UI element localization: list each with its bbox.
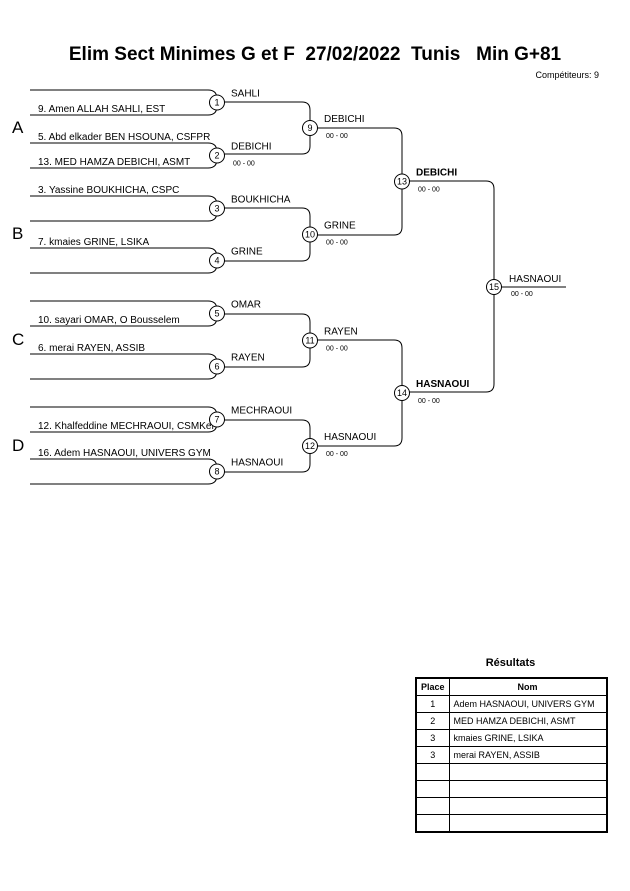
match-score: 00 - 00 — [326, 240, 348, 247]
nom-header: Nom — [448, 677, 608, 696]
competitor-name: 12. Khalfeddine MECHRAOUI, CSMKef — [38, 421, 214, 432]
competitor-name: 6. merai RAYEN, ASSIB — [38, 343, 145, 354]
match-circle-7 — [209, 411, 225, 428]
round2-winner: GRINE — [324, 221, 356, 232]
round2-winner: HASNAOUI — [324, 432, 376, 443]
competitor-name: 5. Abd elkader BEN HSOUNA, CSFPR — [38, 132, 210, 143]
match-circle-4 — [209, 252, 225, 269]
match-circle-14-number: 14 — [397, 388, 407, 398]
competitor-name: 7. kmaies GRINE, LSIKA — [38, 237, 149, 248]
result-row — [415, 780, 608, 798]
results-title: Résultats — [485, 657, 536, 669]
match-circle-13-number: 13 — [397, 177, 407, 187]
result-place: 3 — [415, 746, 450, 764]
results-header-row: Place Nom — [415, 677, 608, 696]
result-place: 1 — [415, 695, 450, 713]
semi-final-winner: DEBICHI — [416, 168, 457, 179]
result-name: merai RAYEN, ASSIB — [448, 746, 608, 764]
result-name: MED HAMZA DEBICHI, ASMT — [448, 712, 608, 730]
result-place — [415, 814, 450, 833]
match-circle-6-number: 6 — [214, 362, 219, 372]
match-circle-11-number: 11 — [305, 336, 314, 346]
match-score: 00 - 00 — [418, 398, 440, 405]
result-place — [415, 797, 450, 815]
match-circle-5-number: 5 — [214, 309, 219, 319]
match-score: 00 - 00 — [511, 291, 533, 298]
match-circle-1-number: 1 — [214, 98, 219, 108]
match-circle-5 — [209, 305, 225, 322]
result-place — [415, 763, 450, 781]
page-title: Elim Sect Minimes G et F 27/02/2022 Tuni… — [68, 44, 562, 65]
match-circle-4-number: 4 — [214, 256, 219, 266]
result-name: kmaies GRINE, LSIKA — [448, 729, 608, 747]
competitor-name: 13. MED HAMZA DEBICHI, ASMT — [38, 157, 190, 168]
round1-winner: MECHRAOUI — [231, 406, 292, 417]
result-name — [448, 763, 608, 781]
match-score: 00 - 00 — [233, 161, 255, 168]
pool-label-d: D — [12, 436, 24, 455]
competitor-name: 9. Amen ALLAH SAHLI, EST — [38, 104, 165, 115]
round1-winner: OMAR — [231, 300, 261, 311]
match-circle-15 — [486, 279, 502, 295]
result-row — [415, 797, 608, 815]
final-winner: HASNAOUI — [509, 274, 561, 285]
match-score: 00 - 00 — [418, 187, 440, 194]
result-place: 3 — [415, 729, 450, 747]
match-circle-11 — [302, 332, 318, 349]
match-circle-9 — [302, 120, 318, 136]
match-circle-3-number: 3 — [214, 204, 219, 214]
competitor-name: 16. Adem HASNAOUI, UNIVERS GYM — [38, 448, 211, 459]
result-name: Adem HASNAOUI, UNIVERS GYM — [448, 695, 608, 713]
result-place — [415, 780, 450, 798]
result-row — [415, 814, 608, 833]
round1-winner: RAYEN — [231, 353, 265, 364]
competitor-count: Compétiteurs: 9 — [535, 70, 599, 80]
match-circle-1 — [209, 94, 225, 111]
match-circle-2 — [209, 147, 225, 164]
match-score: 00 - 00 — [326, 346, 348, 353]
pool-label-b: B — [12, 224, 23, 243]
match-circle-6 — [209, 358, 225, 375]
round1-winner: SAHLI — [231, 89, 260, 100]
pool-label-c: C — [12, 330, 24, 349]
competitor-name: 10. sayari OMAR, O Bousselem — [38, 315, 180, 326]
match-circle-12-number: 12 — [305, 441, 315, 451]
match-circle-13 — [394, 173, 410, 190]
round1-winner: HASNAOUI — [231, 458, 283, 469]
result-row — [415, 763, 608, 781]
place-header: Place — [415, 677, 450, 696]
match-circle-9-number: 9 — [307, 123, 312, 133]
match-circle-15-number: 15 — [489, 282, 499, 292]
match-circle-8 — [209, 463, 225, 480]
match-circle-8-number: 8 — [214, 467, 219, 477]
match-circle-12 — [302, 438, 318, 454]
pool-label-a: A — [12, 118, 24, 137]
match-circle-10 — [302, 226, 318, 243]
match-score: 00 - 00 — [326, 133, 348, 140]
result-place: 2 — [415, 712, 450, 730]
round1-winner: DEBICHI — [231, 142, 272, 153]
round1-winner: GRINE — [231, 247, 263, 258]
match-circle-3 — [209, 200, 225, 217]
match-circle-7-number: 7 — [214, 415, 219, 425]
competitor-name: 3. Yassine BOUKHICHA, CSPC — [38, 185, 179, 196]
match-circle-2-number: 2 — [214, 151, 219, 161]
round1-winner: BOUKHICHA — [231, 195, 291, 206]
result-name — [448, 814, 608, 833]
match-score: 00 - 00 — [326, 451, 348, 458]
result-name — [448, 780, 608, 798]
round2-winner: DEBICHI — [324, 114, 365, 125]
semi-final-winner: HASNAOUI — [416, 379, 470, 390]
match-circle-14 — [394, 385, 410, 401]
round2-winner: RAYEN — [324, 327, 358, 338]
result-name — [448, 797, 608, 815]
match-circle-10-number: 10 — [305, 230, 315, 240]
